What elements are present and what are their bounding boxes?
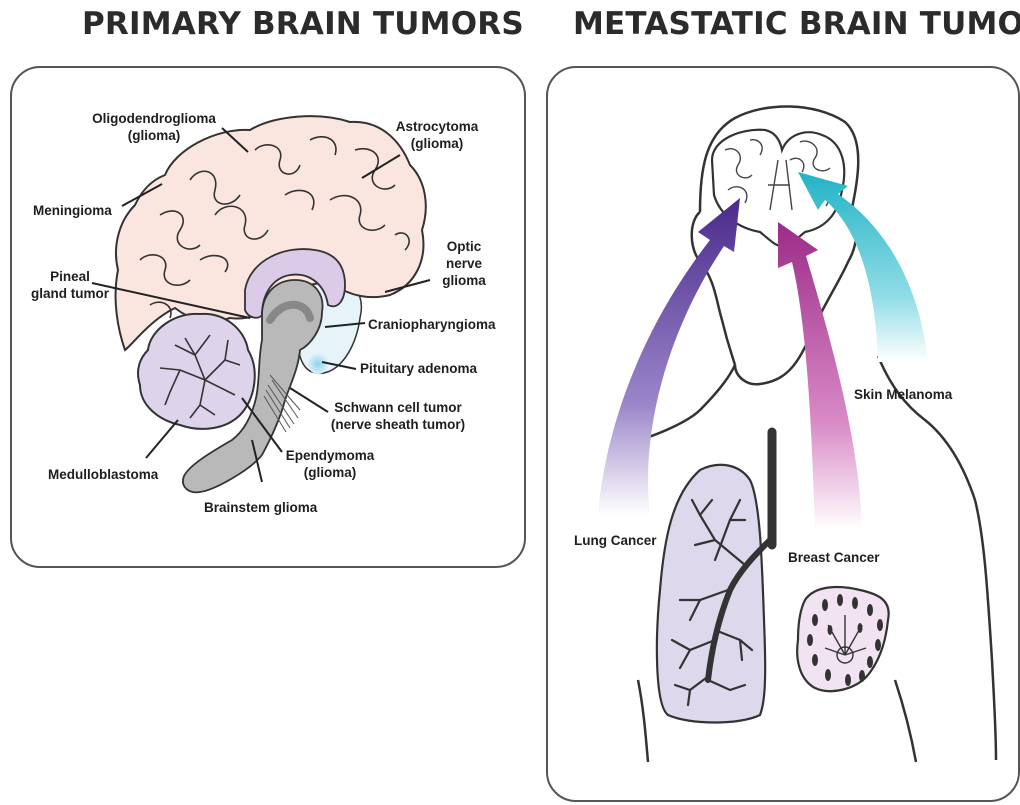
- optic-line-1: Optic: [428, 238, 500, 255]
- ependymoma-label: Ependymoma (glioma): [282, 447, 378, 481]
- optic-nerve-glioma-label: Optic nerve glioma: [428, 238, 500, 289]
- astrocytoma-label: Astrocytoma (glioma): [387, 118, 487, 152]
- pineal-line-1: Pineal: [22, 268, 118, 285]
- oligodendroglioma-line-1: Oligodendroglioma: [82, 110, 226, 127]
- astrocytoma-line-1: Astrocytoma: [387, 118, 487, 135]
- pituitary-adenoma-label: Pituitary adenoma: [360, 360, 477, 377]
- craniopharyngioma-label: Craniopharyngioma: [368, 316, 496, 333]
- medulloblastoma-label: Medulloblastoma: [48, 466, 158, 483]
- oligodendroglioma-label: Oligodendroglioma (glioma): [82, 110, 226, 144]
- schwann-line-2: (nerve sheath tumor): [318, 416, 478, 433]
- optic-line-3: glioma: [428, 272, 500, 289]
- lung-cancer-label: Lung Cancer: [574, 532, 657, 549]
- ependymoma-line-2: (glioma): [282, 464, 378, 481]
- breast-cancer-arrow: [778, 222, 862, 530]
- pineal-gland-tumor-label: Pineal gland tumor: [22, 268, 118, 302]
- breast-tissue: [797, 587, 889, 691]
- brainstem-glioma-label: Brainstem glioma: [204, 499, 317, 516]
- astrocytoma-line-2: (glioma): [387, 135, 487, 152]
- cerebellum: [138, 314, 255, 429]
- skin-melanoma-label: Skin Melanoma: [854, 386, 952, 403]
- meningioma-label: Meningioma: [33, 202, 112, 219]
- ependymoma-line-1: Ependymoma: [282, 447, 378, 464]
- oligodendroglioma-line-2: (glioma): [82, 127, 226, 144]
- breast-cancer-label: Breast Cancer: [788, 549, 880, 566]
- schwann-line-1: Schwann cell tumor: [318, 399, 478, 416]
- pineal-line-2: gland tumor: [22, 285, 118, 302]
- schwann-cell-tumor-label: Schwann cell tumor (nerve sheath tumor): [318, 399, 478, 433]
- optic-line-2: nerve: [428, 255, 500, 272]
- lung: [657, 465, 770, 723]
